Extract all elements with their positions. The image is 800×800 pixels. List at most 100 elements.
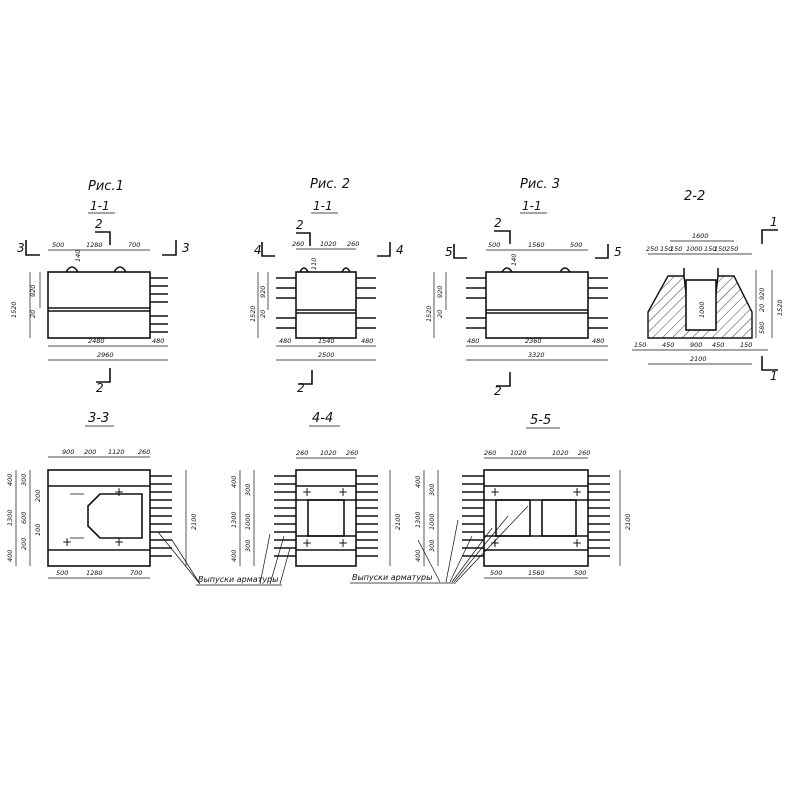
fig3-cut-right-label: 5 [614,245,622,259]
fig2-dim-top-3: 260 [347,240,359,248]
plan-3-3: 3-3 900 200 1120 260 + + + 400 3 [6,411,198,579]
fig2-rebar-outlets-right [356,277,376,329]
plan-3-3-title: 3-3 [88,411,109,426]
p55-rebar-outlets-left [462,475,484,557]
figure-2-section-label: 1-1 [313,199,333,213]
sec22-dim-top-5: 1000 [686,245,703,253]
p44-dim-top-3: 260 [346,449,358,457]
fig2-cut-right-label: 4 [396,243,404,257]
p55-dim-left-6: 400 [414,550,422,562]
sec22-dim-bottom-4: 450 [712,341,724,349]
svg-text:+: + [338,536,348,550]
plan-4-4-title: 4-4 [312,411,333,426]
fig3-dim-left-1: 1520 [425,305,433,322]
fig1-dim-left-3: 20 [29,310,37,318]
p44-dim-right: 2100 [394,513,402,530]
p55-dim-left-4: 1000 [428,513,436,530]
fig3-cut-top-label: 2 [494,216,502,230]
plan-4-4: 4-4 260 1020 260 + + + + [230,411,402,567]
svg-text:+: + [114,535,124,549]
p44-dim-left-4: 1000 [244,513,252,530]
sec22-dim-right-1: 920 [758,288,766,300]
p55-dim-left-2: 300 [428,484,436,496]
fig3-cut-bottom-label: 2 [494,384,502,398]
fig1-dim-top-2: 1280 [86,241,103,249]
sec22-dim-right-4: 1520 [776,299,784,316]
fig3-rebar-outlets-right [588,277,608,329]
p44-rebar-outlets-left [274,475,296,557]
p44-dim-top-2: 1020 [320,449,337,457]
p44-dim-left-1: 400 [230,476,238,488]
rebar-note-left-text: Выпуски арматуры [198,575,278,584]
p33-dim-left-8: 400 [6,550,14,562]
p55-dim-top-2: 1020 [510,449,527,457]
p55-dim-bottom-2: 1560 [528,569,545,577]
fig1-dim-140: 140 [74,250,82,262]
p33-dim-bottom-1: 500 [56,569,68,577]
fig1-rebar-outlets [150,277,168,333]
sec22-dim-top-4: 150 [670,245,682,253]
fig3-dim-bottom-2: 2360 [525,337,542,345]
p33-dim-left-1: 400 [6,474,14,486]
sec22-dim-bottom-3: 900 [690,341,702,349]
p55-dim-top-1: 260 [484,449,496,457]
svg-text:+: + [490,485,500,499]
fig3-rebar-outlets-left [466,277,486,329]
p55-dim-bottom-1: 500 [490,569,502,577]
fig2-dim-110: 110 [310,258,318,270]
svg-text:+: + [302,536,312,550]
fig1-dim-left-1: 1520 [10,301,18,318]
svg-text:+: + [62,535,72,549]
figure-1: Рис.1 1-1 2 3 3 500 1280 700 140 [10,179,190,395]
p44-dim-left-3: 1300 [230,511,238,528]
p33-dim-left-6: 100 [34,524,42,536]
fig1-dim-left-2: 920 [29,285,37,297]
rebar-note-right: Выпуски арматуры [350,505,529,584]
fig1-cut-left-label: 3 [17,241,25,255]
fig1-cut-bottom-label: 2 [96,381,104,395]
sec22-dim-bottom-5: 150 [740,341,752,349]
fig2-cut-bottom-label: 2 [297,381,305,395]
sec22-dim-top-3: 150 [660,245,672,253]
fig3-cut-left-label: 5 [445,245,453,259]
fig1-dim-bottom-2: 480 [152,337,164,345]
p44-dim-left-2: 300 [244,484,252,496]
figure-1-title: Рис.1 [88,179,124,194]
fig3-dim-top-2: 1560 [528,241,545,249]
p55-dim-bottom-3: 500 [574,569,586,577]
svg-text:+: + [302,485,312,499]
p33-dim-right: 2100 [190,513,198,530]
fig2-dim-bottom-2: 1540 [318,337,335,345]
p55-rebar-outlets-right [588,475,610,557]
p44-dim-left-6: 400 [230,550,238,562]
sec22-dim-top-8: 250 [726,245,738,253]
figure-3-section-label: 1-1 [522,199,542,213]
fig3-dim-left-3: 20 [436,310,444,318]
sec22-dim-top-6: 150 [704,245,716,253]
plan-5-5-title: 5-5 [530,413,551,428]
fig1-dim-bottom-1: 2480 [88,337,105,345]
svg-text:+: + [572,485,582,499]
svg-text:+: + [114,485,124,499]
rebar-note-right-text: Выпуски арматуры [352,573,432,582]
sec22-dim-right-2: 20 [758,304,766,312]
p33-dim-top-3: 1120 [108,448,125,456]
p44-dim-top-1: 260 [296,449,308,457]
fig1-cut-right-label: 3 [182,241,190,255]
plan-5-5: 5-5 260 1020 1020 260 + + + + [414,413,632,579]
figure-2-title: Рис. 2 [310,177,350,192]
fig2-cut-top-label: 2 [296,218,304,232]
svg-text:+: + [490,536,500,550]
fig3-dim-left-2: 920 [436,286,444,298]
figure-1-section-label: 1-1 [90,199,110,213]
p33-dim-left-3: 200 [34,490,42,502]
section-2-2-title: 2-2 [684,189,705,204]
p55-dim-left-5: 300 [428,540,436,552]
fig2-dim-left-2: 920 [259,286,267,298]
fig2-dim-left-3: 20 [259,310,267,318]
p55-dim-top-4: 260 [578,449,590,457]
rebar-note-left: Выпуски арматуры [157,531,291,586]
fig3-dim-bottom-4: 3320 [528,351,545,359]
fig2-cut-left-label: 4 [254,243,262,257]
fig3-dim-bottom-3: 480 [592,337,604,345]
